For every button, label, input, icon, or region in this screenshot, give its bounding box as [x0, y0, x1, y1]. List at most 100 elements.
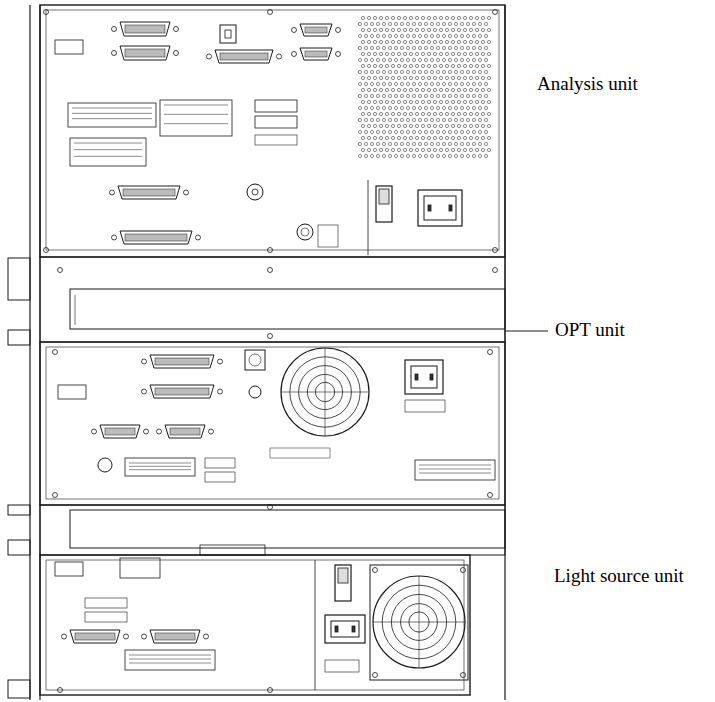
vent-hole — [421, 100, 424, 103]
screw — [277, 54, 282, 59]
panel-divider — [315, 560, 316, 690]
vent-hole — [448, 70, 451, 73]
screw — [292, 52, 297, 57]
vent-hole — [439, 64, 442, 67]
vent-hole — [400, 154, 403, 157]
vent-hole — [412, 22, 415, 25]
vent-hole — [445, 64, 448, 67]
vent-hole — [406, 58, 409, 61]
vent-hole — [406, 34, 409, 37]
vent-hole — [463, 40, 466, 43]
vent-hole — [409, 112, 412, 115]
vent-hole — [451, 112, 454, 115]
vent-hole — [382, 94, 385, 97]
screw — [218, 359, 223, 364]
vent-hole — [439, 40, 442, 43]
vent-hole — [370, 142, 373, 145]
screw — [373, 673, 378, 678]
vent-hole — [427, 88, 430, 91]
vent-hole — [376, 46, 379, 49]
vent-hole — [469, 76, 472, 79]
vent-hole — [391, 100, 394, 103]
vent-hole — [382, 118, 385, 121]
vent-hole — [478, 118, 481, 121]
vent-hole — [439, 76, 442, 79]
screw — [53, 350, 58, 355]
lan-port — [220, 25, 236, 43]
vent-hole — [430, 94, 433, 97]
vent-hole — [436, 34, 439, 37]
pin — [430, 374, 433, 380]
vent-hole — [385, 88, 388, 91]
vent-hole — [406, 142, 409, 145]
vent-hole — [475, 16, 478, 19]
vent-hole — [451, 40, 454, 43]
vent-hole — [448, 142, 451, 145]
label-print — [164, 114, 228, 115]
vent-hole — [427, 64, 430, 67]
panel-divider — [368, 180, 369, 255]
vent-hole — [433, 112, 436, 115]
vent-hole — [409, 64, 412, 67]
vent-hole — [412, 34, 415, 37]
vent-hole — [418, 82, 421, 85]
vent-hole — [442, 94, 445, 97]
power-inlet — [405, 360, 443, 394]
vent-hole — [379, 112, 382, 115]
label-print — [164, 105, 228, 106]
vent-hole — [472, 46, 475, 49]
connector — [100, 425, 140, 438]
bnc-connector — [249, 386, 261, 398]
vent-hole — [397, 88, 400, 91]
vent-hole — [463, 64, 466, 67]
connector-pins — [75, 633, 115, 640]
vent-hole — [373, 88, 376, 91]
vent-hole — [385, 100, 388, 103]
vent-hole — [457, 28, 460, 31]
vent-hole — [382, 58, 385, 61]
vent-hole — [472, 70, 475, 73]
warning-label — [125, 650, 215, 670]
vent-hole — [379, 28, 382, 31]
vent-hole — [397, 52, 400, 55]
vent-hole — [457, 112, 460, 115]
vent-hole — [466, 58, 469, 61]
vent-hole — [463, 136, 466, 139]
vent-hole — [430, 58, 433, 61]
vent-hole — [481, 112, 484, 115]
vent-hole — [478, 46, 481, 49]
vent-hole — [409, 16, 412, 19]
vent-hole — [457, 88, 460, 91]
connector-pins — [155, 388, 209, 395]
connector-pins — [123, 189, 175, 196]
vent-hole — [424, 118, 427, 121]
vent-hole — [361, 28, 364, 31]
vent-hole — [454, 118, 457, 121]
vent-hole — [454, 34, 457, 37]
vent-hole — [427, 112, 430, 115]
vent-hole — [469, 16, 472, 19]
rack-handle — [8, 680, 30, 698]
vent-hole — [484, 22, 487, 25]
vent-hole — [469, 100, 472, 103]
screw — [209, 429, 214, 434]
vent-hole — [373, 16, 376, 19]
vent-hole — [484, 34, 487, 37]
vent-hole — [376, 94, 379, 97]
vent-hole — [445, 28, 448, 31]
vent-hole — [469, 88, 472, 91]
vent-hole — [382, 22, 385, 25]
vent-hole — [430, 82, 433, 85]
vent-hole — [394, 130, 397, 133]
vent-hole — [472, 118, 475, 121]
vent-hole — [379, 124, 382, 127]
vent-hole — [448, 34, 451, 37]
vent-hole — [415, 64, 418, 67]
connector-pins — [220, 53, 268, 60]
vent-hole — [367, 88, 370, 91]
pin — [449, 205, 452, 211]
vent-hole — [358, 82, 361, 85]
vent-hole — [388, 34, 391, 37]
vent-hole — [394, 106, 397, 109]
vent-hole — [412, 58, 415, 61]
